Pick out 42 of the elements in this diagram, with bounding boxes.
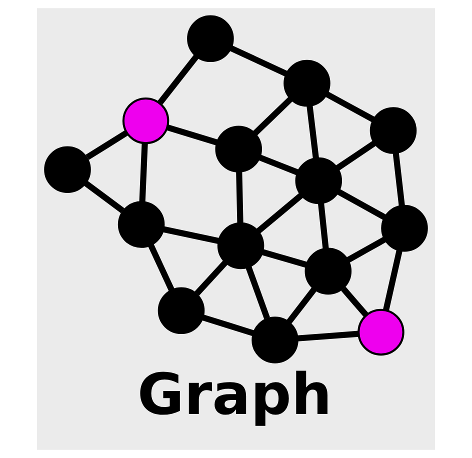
connector <box>236 172 244 224</box>
node-circle <box>381 204 428 252</box>
node-circle <box>118 201 165 248</box>
node-circle <box>295 157 342 204</box>
connector <box>148 244 174 292</box>
connector <box>306 105 319 158</box>
node-circle <box>187 15 234 62</box>
connector <box>286 287 317 324</box>
connector <box>318 202 329 249</box>
connector <box>202 314 254 336</box>
connector <box>262 249 308 268</box>
node-circle <box>304 248 352 295</box>
caption: Graph <box>137 362 332 428</box>
connector <box>392 152 405 206</box>
node-circle <box>215 126 262 172</box>
node-circle <box>44 146 91 194</box>
node-circle <box>370 107 417 154</box>
connector <box>162 226 220 244</box>
connector <box>258 154 299 176</box>
connector <box>139 143 148 202</box>
connector <box>253 96 293 136</box>
connector <box>336 189 386 220</box>
connector <box>336 140 376 171</box>
node-circle <box>252 316 298 364</box>
connector <box>84 180 124 214</box>
node-circle <box>217 222 264 270</box>
connector <box>246 266 270 320</box>
node-circle <box>122 97 170 144</box>
connector <box>86 130 128 160</box>
node-circle <box>158 287 205 334</box>
connector <box>326 92 375 122</box>
connector <box>230 45 288 77</box>
connector <box>346 236 386 263</box>
connector <box>256 192 304 234</box>
connector <box>297 330 359 342</box>
connector <box>383 250 402 311</box>
connector <box>341 286 368 317</box>
connector <box>158 54 199 104</box>
node-circle <box>284 60 330 107</box>
node-circle <box>358 308 404 356</box>
connector <box>194 260 228 296</box>
connector <box>166 124 218 146</box>
